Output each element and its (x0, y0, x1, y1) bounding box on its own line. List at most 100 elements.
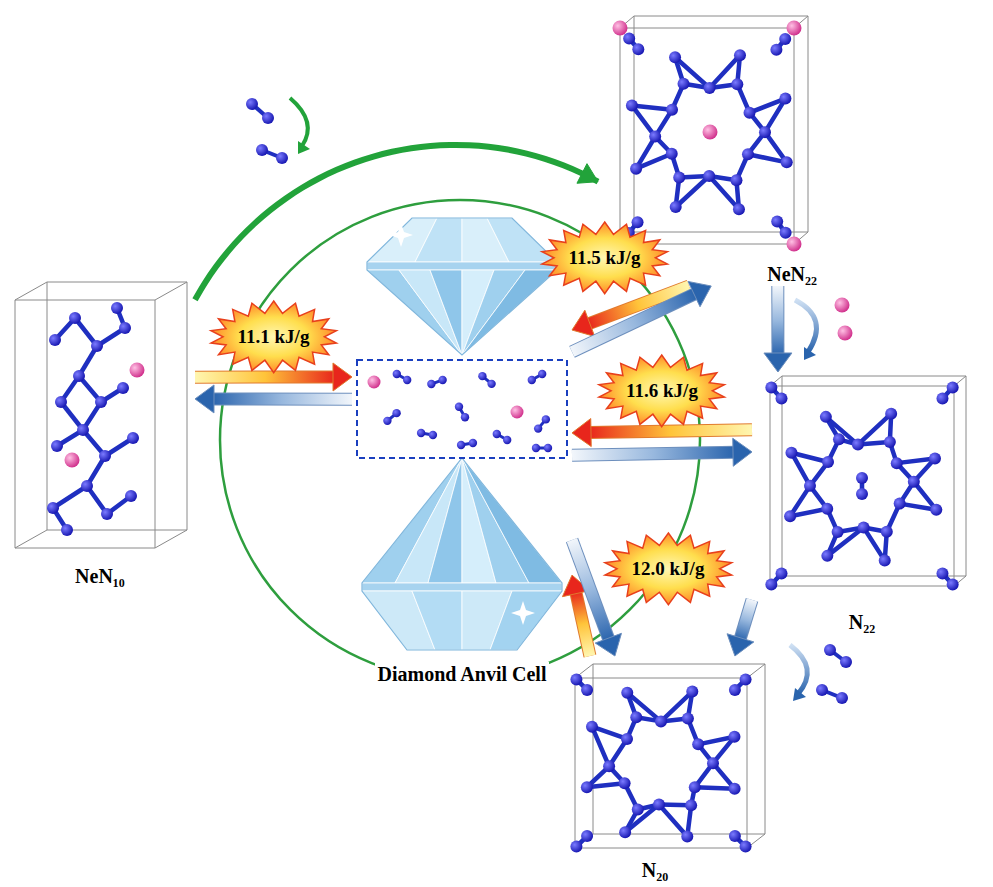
n-atom (884, 436, 896, 448)
bonds (576, 679, 745, 846)
starburst (211, 301, 336, 373)
node-label: NeN₁₀ (72, 564, 128, 588)
n-atom (776, 567, 788, 579)
n-atom (117, 382, 129, 394)
n-atom (81, 480, 93, 492)
cell-edge (155, 282, 187, 300)
cell-edge (155, 300, 156, 548)
n-atom (47, 502, 59, 514)
n2-molecule (493, 430, 512, 444)
bond (826, 417, 858, 445)
n-atom (744, 107, 756, 119)
ne-atom (613, 21, 628, 36)
cell-edge (954, 386, 955, 586)
unit-cell (620, 16, 808, 244)
n-atom (111, 302, 123, 314)
n-atom (682, 712, 694, 724)
n-atom (780, 227, 792, 239)
n-atom (734, 49, 746, 61)
diamond-girdle (367, 262, 557, 270)
cell-edge (620, 28, 794, 29)
cell-edge (966, 376, 967, 576)
n-atom (670, 201, 682, 213)
n-atom (881, 526, 893, 538)
node-label: Diamond Anvil Cell (375, 662, 550, 686)
reaction-arrow (572, 438, 752, 466)
n-atom (673, 172, 685, 184)
diamond-girdle (362, 583, 562, 591)
n-atom (781, 156, 793, 168)
arrowhead (804, 347, 816, 360)
ne-atom (368, 376, 381, 389)
atom (836, 692, 848, 704)
arrow-outline (740, 600, 752, 640)
n2-molecule (393, 370, 412, 384)
arrowhead (572, 419, 591, 447)
cell-edge (620, 28, 621, 244)
atom (403, 376, 411, 384)
unit-cell (15, 282, 187, 548)
energy-starburst: 11.5 kJ/g (539, 220, 670, 296)
n-atom (908, 476, 920, 488)
atom (256, 144, 268, 156)
connector (572, 293, 696, 352)
arrowhead (764, 353, 792, 372)
diamond-facet (412, 591, 462, 650)
n-atom (771, 216, 783, 228)
ne-atom (511, 406, 524, 419)
arrowhead (577, 164, 598, 184)
n2-molecule (457, 439, 477, 449)
structure-node: N₂₂ (752, 372, 972, 634)
ne-atom (838, 326, 853, 341)
cell-edge (15, 300, 155, 301)
atom (487, 380, 495, 388)
atom (457, 441, 465, 449)
atom (534, 424, 542, 432)
n-atom (822, 456, 834, 468)
n-atom (669, 51, 681, 63)
diamond-facet (487, 218, 557, 262)
crystal-structure (613, 16, 809, 252)
dac-circle (220, 200, 700, 680)
node-label: NeN₂₂ (764, 262, 820, 286)
n-atom (626, 99, 638, 111)
n-atom (821, 503, 833, 515)
ne-atom (65, 453, 80, 468)
ne-atom (703, 125, 718, 140)
n-atom (770, 44, 782, 56)
n2-molecule (383, 409, 401, 425)
n-atoms (47, 302, 139, 536)
n2-molecule (532, 444, 552, 452)
cell-edge (155, 530, 187, 548)
n-atom (686, 686, 698, 698)
n-atom (784, 510, 796, 522)
cell-edge (794, 28, 795, 244)
ne-atoms (613, 21, 802, 252)
n2-molecule (816, 684, 848, 704)
atom (824, 644, 836, 656)
cell-edge (15, 300, 16, 548)
n-atom (947, 381, 959, 393)
arrowhead (733, 438, 752, 466)
energy-label: 11.1 kJ/g (238, 326, 310, 348)
arrowhead (727, 634, 754, 656)
n-atom (692, 738, 704, 750)
n2-molecule (427, 376, 447, 389)
atom (538, 370, 546, 378)
n-atom (55, 396, 67, 408)
cell-edge (770, 386, 954, 387)
n-atom (632, 216, 644, 228)
atom (840, 656, 852, 668)
n2-molecule (455, 403, 469, 422)
n-atom (821, 550, 833, 562)
reaction-arrow (572, 540, 621, 656)
reaction-arrow (195, 145, 598, 300)
n-atom (99, 450, 111, 462)
atom (544, 444, 552, 452)
cell-edge (593, 664, 765, 665)
energy-label: 12.0 kJ/g (632, 558, 705, 580)
sample-molecules (368, 370, 553, 452)
n-atom (655, 715, 667, 727)
